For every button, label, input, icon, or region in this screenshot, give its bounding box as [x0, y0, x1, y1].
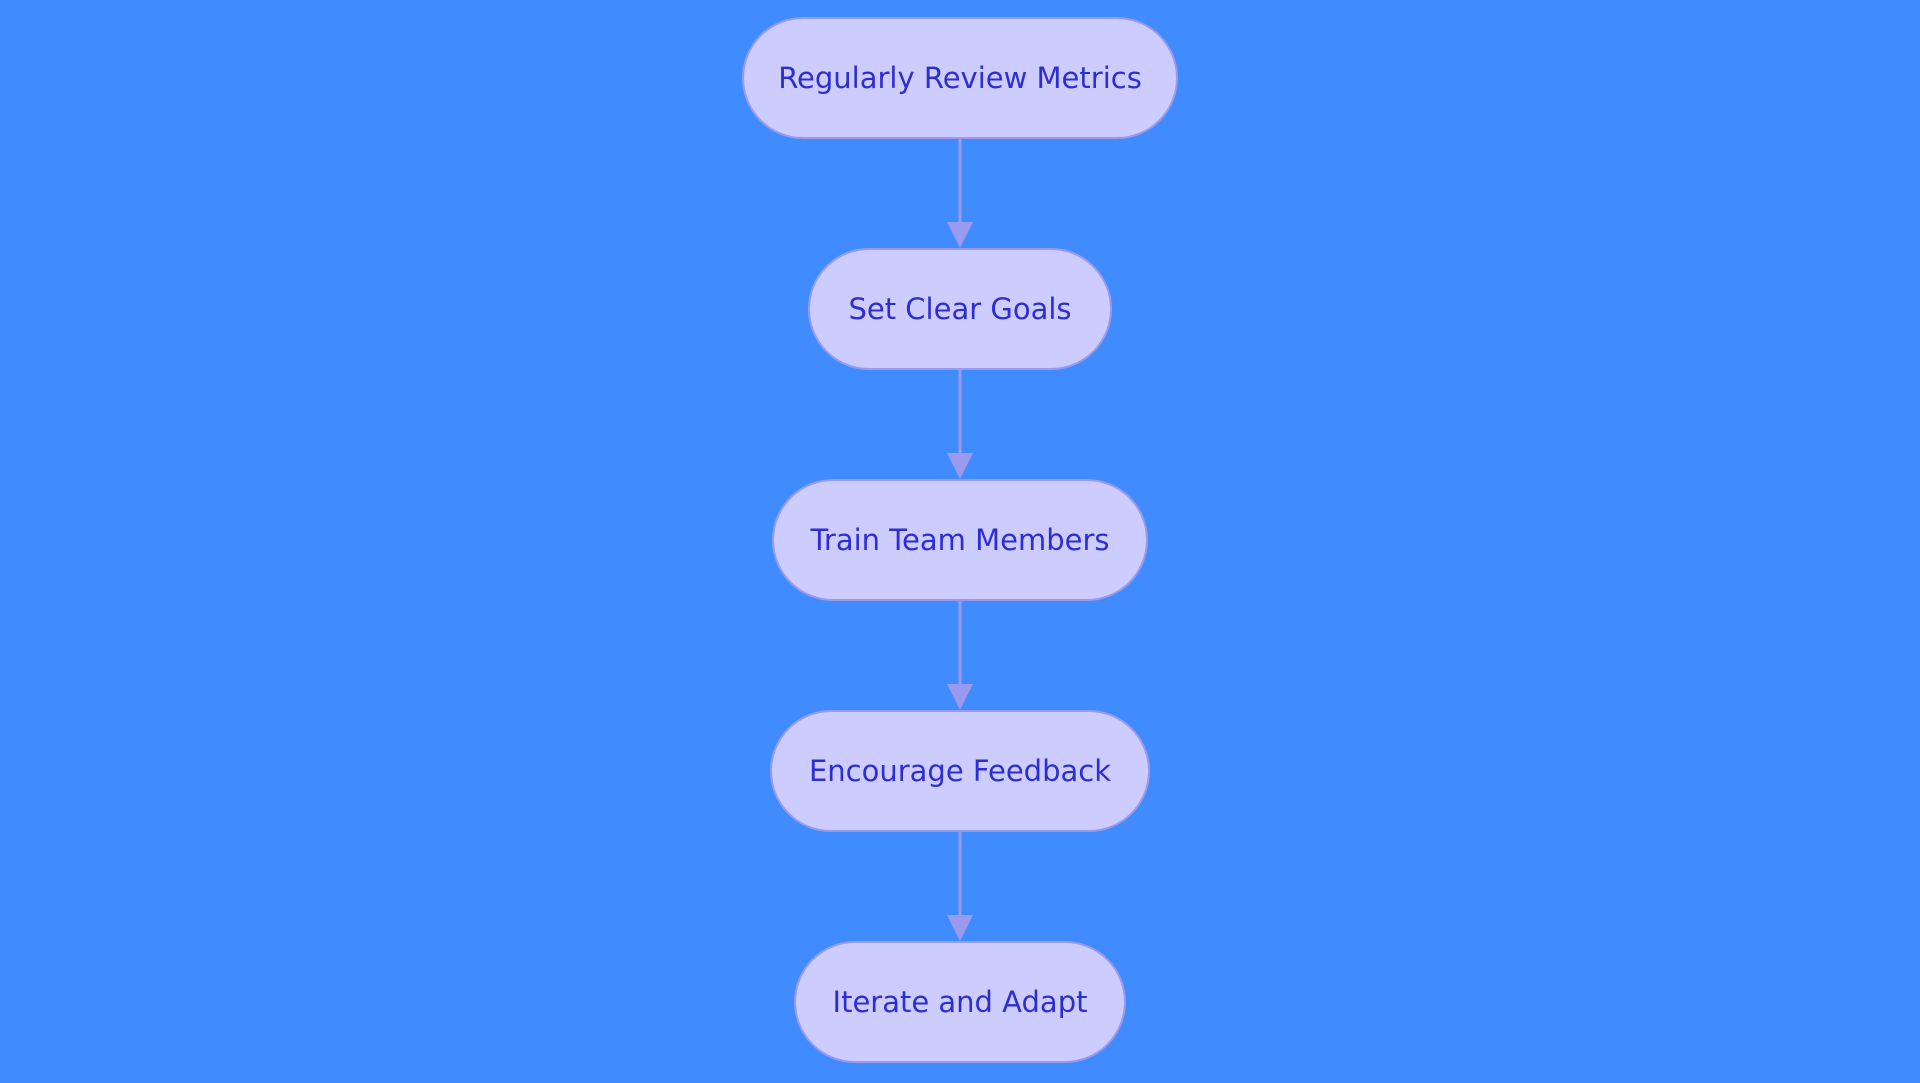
arrowhead-icon: [947, 222, 973, 248]
edge-n3-n4: [947, 601, 973, 710]
node-label: Iterate and Adapt: [832, 985, 1088, 1019]
node-set-clear-goals: Set Clear Goals: [808, 248, 1112, 370]
edge-n2-n3: [947, 370, 973, 479]
node-regularly-review-metrics: Regularly Review Metrics: [742, 17, 1178, 139]
node-encourage-feedback: Encourage Feedback: [770, 710, 1150, 832]
edge-n1-n2: [947, 139, 973, 248]
node-iterate-and-adapt: Iterate and Adapt: [794, 941, 1126, 1063]
arrowhead-icon: [947, 684, 973, 710]
node-train-team-members: Train Team Members: [772, 479, 1148, 601]
edge-n4-n5: [947, 832, 973, 941]
arrowhead-icon: [947, 453, 973, 479]
arrowhead-icon: [947, 915, 973, 941]
node-label: Train Team Members: [810, 523, 1110, 557]
node-label: Encourage Feedback: [808, 754, 1112, 788]
node-label: Set Clear Goals: [848, 292, 1072, 326]
node-label: Regularly Review Metrics: [778, 61, 1142, 95]
